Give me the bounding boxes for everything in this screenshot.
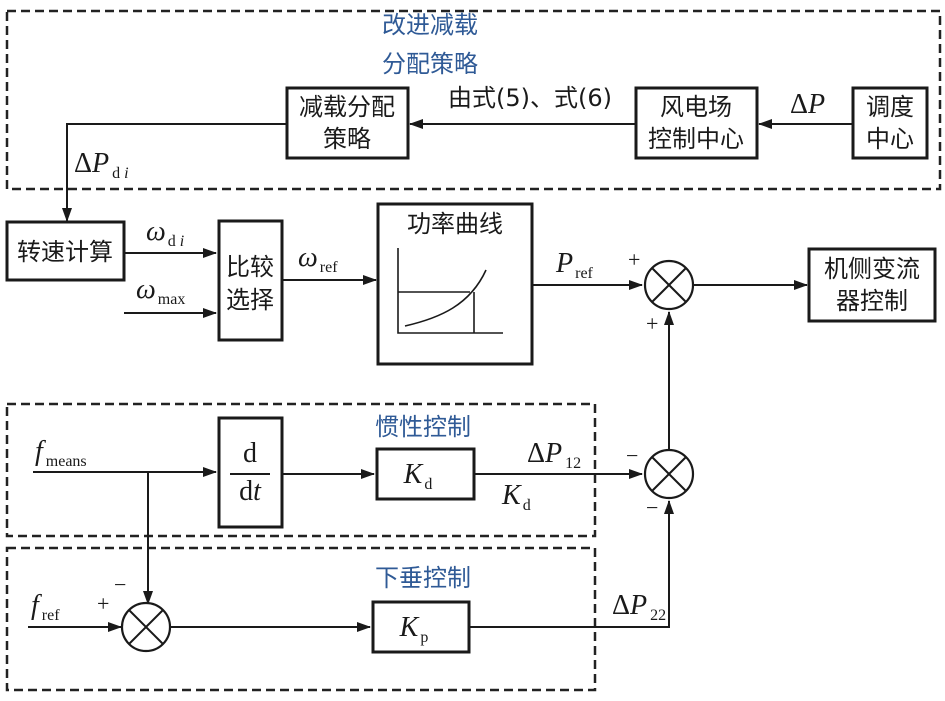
wind-farm-line1: 风电场 — [660, 93, 732, 121]
load-reduction-title-line1: 改进减载 — [382, 11, 478, 39]
power-curve-graph — [404, 269, 487, 327]
compare-select-block: 比较 选择 — [217, 219, 284, 342]
mid-sum-bottom-sign: − — [646, 495, 658, 520]
reduction-strategy-block: 减载分配 策略 — [285, 86, 410, 160]
reduction-strategy-line1: 减载分配 — [299, 93, 395, 121]
power-curve-axes — [397, 248, 503, 334]
droop-control-title: 下垂控制 — [375, 564, 471, 592]
dispatch-center-line2: 中心 — [866, 125, 914, 153]
converter-line1: 机侧变流 — [824, 255, 920, 283]
derivative-numerator: d — [243, 438, 257, 469]
speed-calc-block: 转速计算 — [5, 220, 126, 282]
strategy-to-speed-calc-arrow — [62, 123, 287, 222]
kp-to-mid-sum-arrow — [469, 500, 674, 628]
power-curve-title: 功率曲线 — [407, 210, 503, 238]
reduction-strategy-line2: 策略 — [323, 125, 371, 153]
derivative-block: d dt — [217, 416, 284, 529]
wind-farm-line2: 控制中心 — [648, 125, 744, 153]
droop-summing-junction — [120, 601, 172, 653]
droop-group-frame — [5, 546, 597, 692]
derivative-denominator: dt — [239, 476, 262, 507]
top-summing-junction — [643, 259, 695, 311]
droop-sum-left-sign: + — [97, 591, 109, 616]
top-sum-bottom-sign: + — [646, 311, 658, 336]
top-sum-left-sign: + — [628, 247, 640, 272]
wind-farm-control-block: 风电场 控制中心 — [634, 86, 759, 160]
by-equation-label: 由式(5)、式(6) — [448, 84, 612, 112]
inertia-control-title: 惯性控制 — [375, 413, 471, 441]
dispatch-center-block: 调度 中心 — [851, 86, 929, 160]
middle-summing-junction — [643, 448, 695, 500]
machine-converter-block: 机侧变流 器控制 — [807, 247, 937, 323]
dispatch-center-line1: 调度 — [866, 93, 914, 121]
speed-calc-label: 转速计算 — [17, 238, 113, 266]
load-reduction-group-frame — [5, 9, 942, 191]
converter-line2: 器控制 — [836, 287, 908, 315]
compare-line2: 选择 — [226, 286, 274, 314]
delta-p-label: ΔP — [790, 89, 825, 120]
compare-line1: 比较 — [226, 253, 274, 281]
inertia-group-frame — [5, 402, 597, 538]
mid-sum-left-sign: − — [626, 443, 638, 468]
droop-sum-top-sign: − — [114, 572, 126, 597]
power-curve-block: 功率曲线 — [376, 202, 534, 366]
load-reduction-title-line2: 分配策略 — [382, 50, 478, 78]
